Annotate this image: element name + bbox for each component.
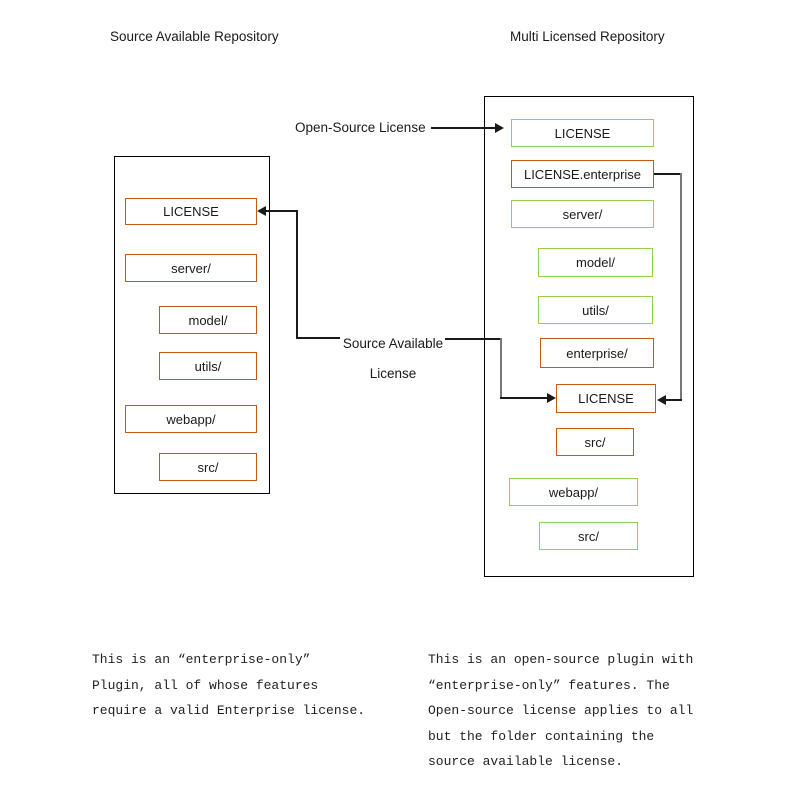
file-box-label: src/ <box>197 459 219 475</box>
file-box-right-model: model/ <box>538 248 653 277</box>
file-box-label: utils/ <box>194 358 222 374</box>
file-box-label: server/ <box>171 260 211 276</box>
caption-line: Open-source license applies to all <box>428 703 694 718</box>
source-available-label-line2: License <box>369 366 417 381</box>
file-box-label: model/ <box>188 312 228 328</box>
source-available-label-line1: Source Available <box>342 336 444 351</box>
file-box-left-license: LICENSE <box>125 198 257 225</box>
file-box-label: utils/ <box>582 302 609 318</box>
caption-line: source available license. <box>428 754 624 769</box>
line-segment <box>445 338 502 340</box>
file-box-left-utils: utils/ <box>159 352 257 380</box>
line-segment <box>666 399 682 401</box>
file-box-right-inner-src: src/ <box>556 428 634 456</box>
line-segment <box>296 337 340 339</box>
caption-line: Plugin, all of whose features <box>92 677 319 693</box>
line-segment <box>296 210 298 338</box>
left-repo-title: Source Available Repository <box>110 29 279 44</box>
file-box-right-webapp: webapp/ <box>509 478 638 506</box>
line-segment <box>654 173 682 175</box>
file-box-right-enterprise-dir: enterprise/ <box>540 338 654 368</box>
arrowhead-right-icon <box>495 123 504 133</box>
file-box-label: src/ <box>578 528 599 544</box>
file-box-right-utils: utils/ <box>538 296 653 324</box>
file-box-label: LICENSE <box>554 125 611 141</box>
file-box-left-src: src/ <box>159 453 257 481</box>
file-box-left-model: model/ <box>159 306 257 334</box>
file-box-label: enterprise/ <box>566 345 628 361</box>
caption-line: but the folder containing the <box>428 728 655 744</box>
file-box-left-webapp: webapp/ <box>125 405 257 433</box>
line-segment <box>680 173 682 401</box>
file-box-label: server/ <box>562 206 603 222</box>
line-segment <box>431 127 495 129</box>
arrowhead-left-icon <box>657 395 666 405</box>
source-available-license-label: Source Available License <box>337 329 449 389</box>
open-source-license-label: Open-Source License <box>295 120 426 135</box>
right-repo-title: Multi Licensed Repository <box>510 29 665 44</box>
line-segment <box>266 210 297 212</box>
caption-line: require a valid Enterprise license. <box>92 703 366 718</box>
file-box-right-src: src/ <box>539 522 638 550</box>
caption-line: This is an open-source plugin with <box>428 652 694 667</box>
file-box-label: LICENSE <box>578 391 634 406</box>
caption-line: This is an “enterprise-only” <box>92 652 311 667</box>
file-box-right-license-enterprise: LICENSE.enterprise <box>511 160 654 188</box>
file-box-right-server: server/ <box>511 200 654 228</box>
file-box-label: webapp/ <box>548 484 599 500</box>
right-caption: This is an open-source plugin with “ente… <box>428 647 693 775</box>
file-box-label: LICENSE <box>163 204 219 219</box>
line-segment <box>500 397 547 399</box>
file-box-label: model/ <box>575 255 616 270</box>
caption-line: “enterprise-only” features. The <box>428 677 670 693</box>
file-box-right-inner-license: LICENSE <box>556 384 656 413</box>
arrowhead-left-icon <box>257 206 266 216</box>
file-box-left-server: server/ <box>125 254 257 282</box>
left-caption: This is an “enterprise-only” Plugin, all… <box>92 647 365 724</box>
line-segment <box>500 338 502 398</box>
file-box-label: LICENSE.enterprise <box>523 166 642 182</box>
file-box-label: webapp/ <box>166 411 216 427</box>
file-box-label: src/ <box>584 434 606 450</box>
file-box-right-license-open: LICENSE <box>511 119 654 147</box>
arrowhead-right-icon <box>547 393 556 403</box>
